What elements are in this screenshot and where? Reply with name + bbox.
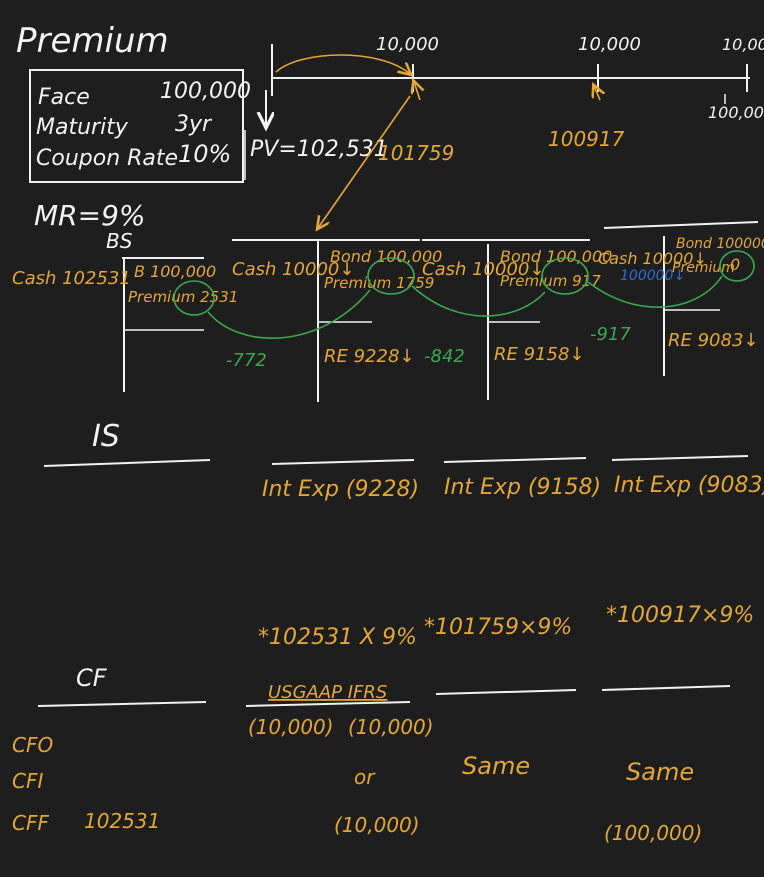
carrying-value-2: 100917 (548, 127, 625, 151)
year2-premium: Premium 917 (500, 272, 601, 290)
premium-circle-2 (541, 257, 589, 295)
face-repayment: 100,000 (708, 103, 764, 122)
cf-year1-headers: USGAAP IFRS (268, 682, 387, 703)
cf-year3-cff: (100,000) (604, 821, 702, 845)
payment-1: 10,000 (376, 34, 439, 55)
year3-re: RE 9083↓ (668, 330, 759, 351)
payment-3: 10,000 (722, 35, 764, 54)
is-label: IS (92, 419, 120, 454)
year1-amortization: -772 (226, 350, 267, 371)
bond-terms-box (29, 69, 244, 183)
year3-premium: Premium (672, 260, 735, 276)
year2-amortization: -842 (424, 346, 465, 367)
cf-year1-usgaap: (10,000) (248, 715, 334, 739)
cf-year1-ifrs-alt: (10,000) (334, 813, 420, 837)
is-line-3 (611, 455, 749, 461)
int-calc-3: *100917×9% (606, 603, 754, 628)
premium-link-1 (207, 289, 371, 339)
is-line-2 (443, 457, 587, 463)
year3-cash-extra: 100000↓ (620, 268, 685, 284)
cf-or-label: or (354, 765, 376, 789)
t-year3-top (603, 221, 759, 229)
bs-label: BS (106, 229, 133, 253)
year2-bond: Bond 100,000 (500, 247, 612, 266)
cf-year3-same: Same (626, 758, 694, 786)
pv-label: PV=102,531 (250, 137, 388, 162)
cff-initial: 102531 (84, 809, 160, 833)
premium-circle-0 (173, 280, 215, 316)
int-exp-1: Int Exp (9228) (262, 477, 419, 502)
premium-link-3 (587, 275, 723, 308)
cf-line-3 (601, 685, 731, 691)
is-line-1 (271, 459, 415, 465)
maturity-label: Maturity (36, 115, 129, 140)
year2-cash: Cash 10000↓ (422, 259, 544, 280)
premium-link-2 (411, 285, 546, 317)
cf-underline (37, 701, 207, 707)
year1-bond: Bond 100,000 (330, 247, 442, 266)
carrying-value-1: 101759 (378, 141, 454, 165)
cf-line-1 (245, 701, 411, 707)
int-exp-3: Int Exp (9083) (614, 473, 764, 498)
initial-cash: Cash 102531 (12, 268, 131, 289)
premium-flow (173, 250, 755, 339)
premium-circle-1 (367, 257, 415, 295)
payment-2: 10,000 (578, 34, 641, 55)
carrying-arrow-2 (594, 86, 600, 101)
premium-circle-3 (719, 250, 755, 282)
carrying-arrow-1 (414, 82, 420, 101)
coupon-value: 10% (178, 140, 231, 168)
face-label: Face (38, 85, 90, 110)
int-exp-2: Int Exp (9158) (444, 475, 601, 500)
maturity-value: 3yr (175, 112, 213, 137)
cf-row-cff: CFF (12, 811, 49, 835)
int-calc-2: *101759×9% (424, 615, 572, 640)
year3-cash: Cash 10000↓ (598, 249, 707, 268)
initial-premium: Premium 2531 (128, 288, 238, 306)
cf-line-2 (435, 689, 577, 695)
discount-arrow (275, 54, 410, 74)
year3-premium-value: 0 (730, 255, 740, 274)
cf-row-cfi: CFI (12, 769, 43, 793)
cf-year1-ifrs: (10,000) (348, 715, 434, 739)
year2-re: RE 9158↓ (494, 344, 585, 365)
cf-row-cfo: CFO (12, 733, 53, 757)
initial-bond: B 100,000 (134, 262, 216, 281)
year3-amortization: -917 (590, 324, 631, 345)
page-title: Premium (16, 21, 169, 61)
to-bs-arrow (318, 95, 411, 228)
is-underline (43, 459, 211, 467)
year1-premium: Premium 1759 (324, 274, 434, 292)
year1-cash: Cash 10000↓ (232, 259, 354, 280)
year3-bond: Bond 100000↓ (676, 236, 764, 252)
year1-re: RE 9228↓ (324, 346, 415, 367)
cf-year2-same: Same (462, 752, 530, 780)
int-calc-1: *102531 X 9% (258, 625, 417, 650)
market-rate-label: MR=9% (34, 199, 146, 232)
cf-label: CF (76, 664, 108, 692)
face-value: 100,000 (160, 79, 251, 104)
coupon-label: Coupon Rate (36, 146, 178, 171)
